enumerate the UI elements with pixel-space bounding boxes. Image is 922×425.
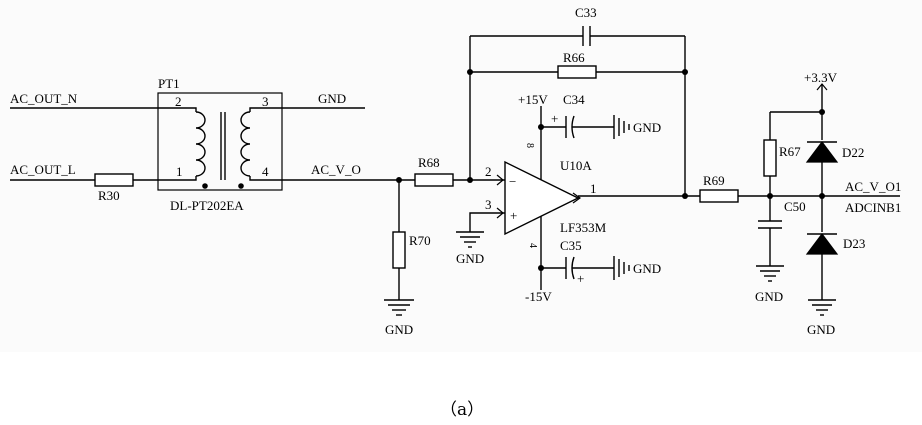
label-r69: R69 — [703, 173, 725, 188]
label-lf353m: LF353M — [560, 220, 607, 235]
net-label-gnd-r70: GND — [385, 322, 413, 337]
net-label-gnd-top: GND — [318, 91, 346, 106]
pin-label-pt1-2: 2 — [175, 94, 182, 109]
pin-label-pt1-1: 1 — [176, 164, 183, 179]
net-label-ac-out-n: AC_OUT_N — [10, 91, 78, 106]
label-r67: R67 — [779, 144, 801, 159]
c34-plus-mark: + — [551, 111, 558, 126]
net-label-gnd-c50: GND — [755, 289, 783, 304]
label-r68: R68 — [418, 155, 440, 170]
net-label-gnd-noninv: GND — [456, 251, 484, 266]
label-r70: R70 — [409, 233, 431, 248]
net-label-gnd-c35: GND — [633, 261, 661, 276]
label-d23: D23 — [843, 236, 865, 251]
schematic-background — [0, 0, 922, 352]
net-label-minus15v: -15V — [525, 289, 552, 304]
pin-label-opamp-2: 2 — [485, 164, 492, 179]
pin-label-opamp-4: 4 — [527, 243, 538, 248]
pin-label-opamp-3: 3 — [485, 197, 492, 212]
junction-feedback-left — [467, 69, 473, 75]
label-r30: R30 — [98, 188, 120, 203]
net-label-gnd-c34: GND — [633, 120, 661, 135]
pin-label-opamp-1: 1 — [590, 181, 597, 196]
resistor-r69 — [700, 190, 738, 202]
label-pt1: PT1 — [158, 76, 180, 91]
net-label-ac-out-l: AC_OUT_L — [10, 162, 76, 177]
resistor-r67 — [764, 140, 776, 176]
pin-label-pt1-4: 4 — [262, 164, 269, 179]
net-label-plus33v: +3.3V — [804, 70, 838, 85]
resistor-r70 — [393, 232, 405, 268]
polarity-dot-secondary — [238, 183, 244, 189]
resistor-r68 — [415, 174, 453, 186]
resistor-r30 — [95, 174, 133, 186]
label-d22: D22 — [842, 145, 864, 160]
net-label-ac-v-o1: AC_V_O1 — [845, 179, 901, 194]
net-label-ac-v-o: AC_V_O — [311, 162, 361, 177]
label-r66: R66 — [563, 50, 585, 65]
label-u10a: U10A — [560, 158, 592, 173]
c35-plus-mark: + — [577, 271, 584, 286]
net-label-plus15v: +15V — [518, 92, 548, 107]
junction-output — [682, 193, 688, 199]
label-c50: C50 — [784, 199, 806, 214]
resistor-r66 — [558, 66, 596, 78]
label-dl-pt202ea: DL-PT202EA — [170, 198, 244, 213]
label-c35: C35 — [560, 238, 582, 253]
pin-label-pt1-3: 3 — [262, 94, 269, 109]
figure-caption: （a） — [440, 400, 484, 420]
opamp-minus-sign: − — [509, 174, 516, 189]
label-c33: C33 — [575, 5, 597, 20]
net-label-adcinb1: ADCINB1 — [845, 200, 901, 215]
label-c34: C34 — [563, 92, 585, 107]
net-label-gnd-d23: GND — [807, 322, 835, 337]
pin-label-opamp-8: 8 — [524, 143, 535, 148]
junction-adc — [819, 193, 825, 199]
polarity-dot-primary — [202, 183, 208, 189]
opamp-plus-sign: + — [510, 208, 517, 223]
